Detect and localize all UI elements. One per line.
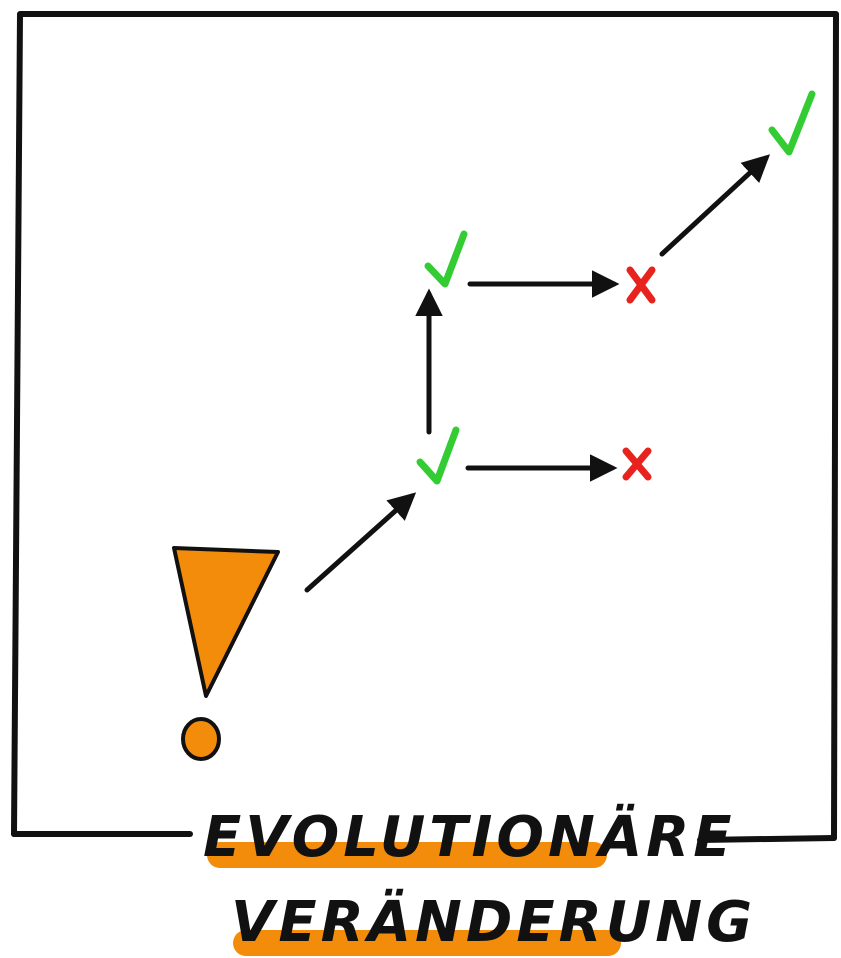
caption-line-2: VERÄNDERUNG bbox=[231, 890, 757, 955]
frame-bottom-right bbox=[697, 835, 837, 843]
caption-highlight-1 bbox=[207, 842, 607, 868]
frame bbox=[11, 11, 839, 843]
caption-highlight-2 bbox=[233, 930, 621, 956]
frame-left-top-right bbox=[11, 11, 839, 841]
check-mark-icon bbox=[416, 426, 460, 485]
exclamation-triangle-icon bbox=[172, 546, 280, 761]
check-mark-icon bbox=[424, 230, 468, 288]
arrow-dead-end-to-goal bbox=[659, 154, 771, 257]
cross-mark-icon bbox=[626, 266, 656, 304]
check-mark-icon bbox=[768, 90, 816, 156]
arrows bbox=[304, 154, 771, 593]
arrow-start-to-step1 bbox=[304, 492, 417, 593]
exclamation-wedge bbox=[172, 546, 280, 698]
crosses bbox=[622, 266, 656, 481]
cross-mark-icon bbox=[622, 447, 652, 481]
checks bbox=[416, 90, 816, 485]
exclamation-dot bbox=[181, 717, 221, 761]
caption-line-1: EVOLUTIONÄRE bbox=[203, 805, 736, 870]
